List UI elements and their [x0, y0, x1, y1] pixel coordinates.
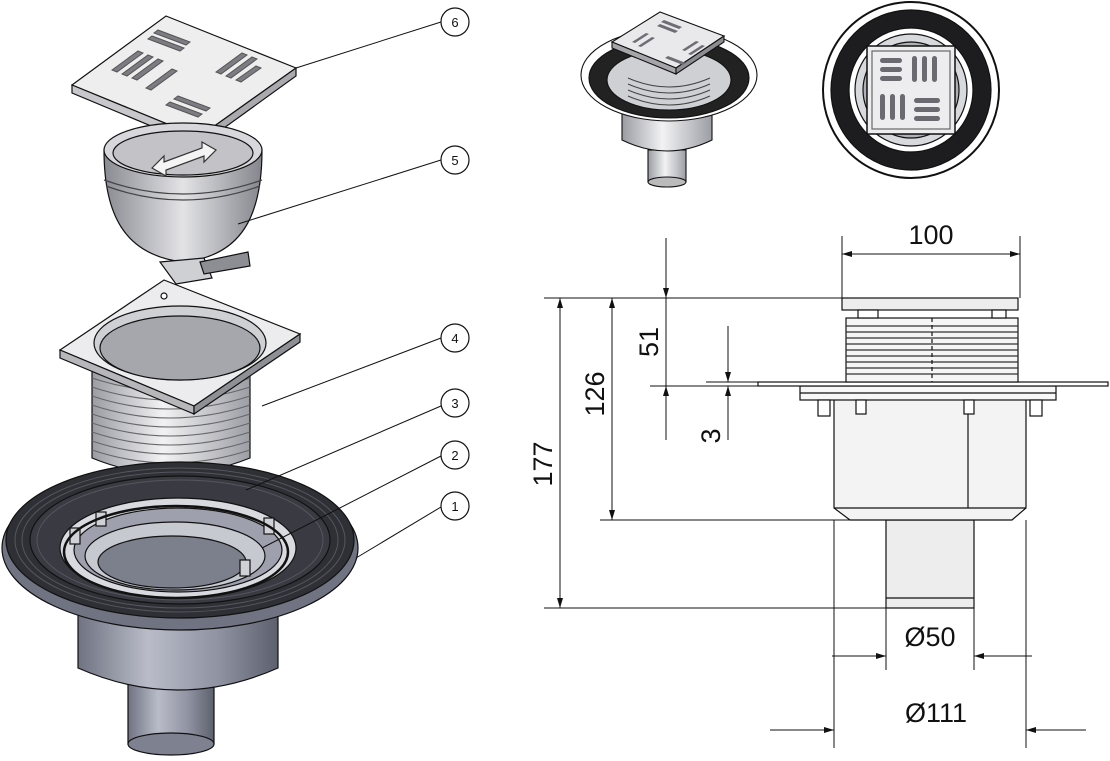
callout-label: 2	[451, 448, 458, 463]
part-4-frame-extension	[58, 279, 302, 475]
callout-label: 4	[451, 331, 458, 346]
dim-overall-height: 177	[528, 441, 558, 486]
dim-flange-thickness: 3	[696, 428, 726, 443]
section-drawing	[757, 297, 1109, 609]
small-iso-slots	[632, 20, 705, 65]
small-isometric-view	[580, 11, 758, 188]
top-view-slots	[880, 56, 940, 121]
callout-1: 1	[440, 491, 470, 521]
thread-rings	[91, 377, 251, 464]
part-5-trap-cup	[103, 122, 263, 285]
callout-2: 2	[440, 440, 470, 470]
dim-grate-width: 100	[908, 220, 953, 250]
callout-label: 1	[451, 499, 458, 514]
top-view	[822, 1, 1000, 179]
dim-body-diameter: Ø111	[905, 698, 967, 728]
callout-label: 3	[451, 396, 458, 411]
callout-label: 6	[451, 15, 458, 30]
callout-label: 5	[451, 153, 458, 168]
double-arrow-icon	[151, 140, 217, 178]
small-iso-threads	[627, 77, 711, 106]
dim-top-to-flange: 51	[634, 327, 664, 357]
dim-top-to-body-bottom: 126	[580, 371, 610, 416]
callout-3: 3	[440, 388, 470, 418]
part-2-seal-ring	[62, 504, 290, 600]
exploded-view: 6 5 4 3 2 1	[1, 7, 470, 756]
callout-6: 6	[440, 7, 470, 37]
callout-5: 5	[440, 145, 470, 175]
callout-4: 4	[440, 323, 470, 353]
dim-outlet-diameter: Ø50	[904, 622, 955, 652]
grate-slots	[110, 29, 263, 118]
leader-lines	[237, 21, 442, 559]
dimension-lines	[544, 236, 1086, 748]
membrane-texture	[14, 467, 346, 613]
